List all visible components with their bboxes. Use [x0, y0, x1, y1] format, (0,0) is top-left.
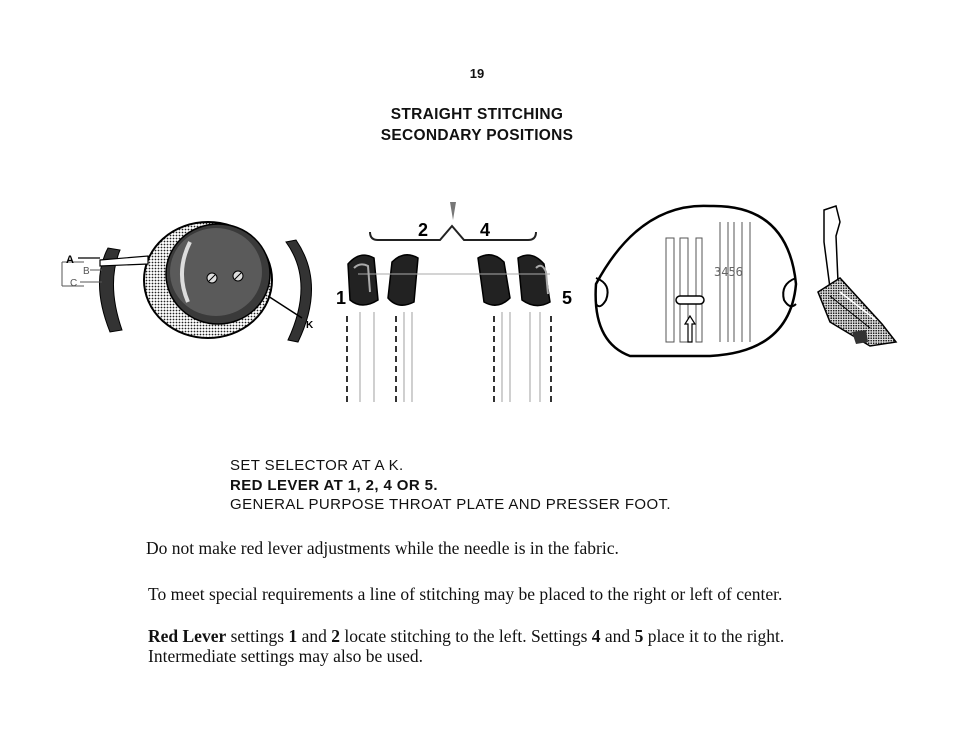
- throat-plate: [594, 204, 798, 358]
- title-line-1: STRAIGHT STITCHING: [390, 106, 564, 123]
- setting-4: 4: [591, 626, 601, 646]
- setting-2: 2: [331, 626, 341, 646]
- title-line-2: SECONDARY POSITIONS: [380, 127, 574, 144]
- label-b: B: [83, 266, 90, 277]
- page-title: STRAIGHT STITCHING SECONDARY POSITIONS: [0, 104, 954, 146]
- label-a: A: [66, 254, 74, 266]
- page-number: 19: [469, 66, 485, 81]
- setting-5: 5: [634, 626, 644, 646]
- paragraph-2-text-3: locate stitching to the left. Settings: [340, 626, 592, 646]
- stitch-selector-dial: [61, 221, 312, 343]
- warning-note: Do not make red lever adjustments while …: [146, 538, 619, 558]
- setting-1: 1: [288, 626, 298, 646]
- paragraph-2-text-1: settings: [226, 626, 289, 646]
- label-c: C: [70, 278, 77, 289]
- paragraph-2-text-5: place it to the right. Intermediate sett…: [148, 626, 785, 666]
- lever-label-5: 5: [562, 288, 572, 308]
- label-k: K: [306, 320, 314, 331]
- lever-label-4: 4: [480, 220, 490, 240]
- plate-scale: 3456: [714, 265, 743, 279]
- presser-foot: [817, 205, 898, 347]
- instruction-line-2: RED LEVER AT 1, 2, 4 OR 5.: [230, 476, 438, 494]
- paragraph-2: Red Lever settings 1 and 2 locate stitch…: [132, 626, 838, 666]
- paragraph-2-text-4: and: [600, 626, 635, 646]
- instruction-line-3: GENERAL PURPOSE THROAT PLATE AND PRESSER…: [230, 496, 671, 513]
- red-lever-positions: [346, 202, 552, 402]
- lever-label-1: 1: [336, 288, 346, 308]
- paragraph-2-text-2: and: [297, 626, 332, 646]
- red-lever-term: Red Lever: [148, 626, 227, 646]
- lever-label-2: 2: [418, 220, 428, 240]
- instruction-line-1: SET SELECTOR AT A K.: [230, 457, 404, 474]
- instruction-block: SET SELECTOR AT A K. RED LEVER AT 1, 2, …: [230, 456, 850, 515]
- illustration: A B C K 1 2 4 5: [61, 202, 898, 402]
- paragraph-1: To meet special requirements a line of s…: [148, 584, 783, 604]
